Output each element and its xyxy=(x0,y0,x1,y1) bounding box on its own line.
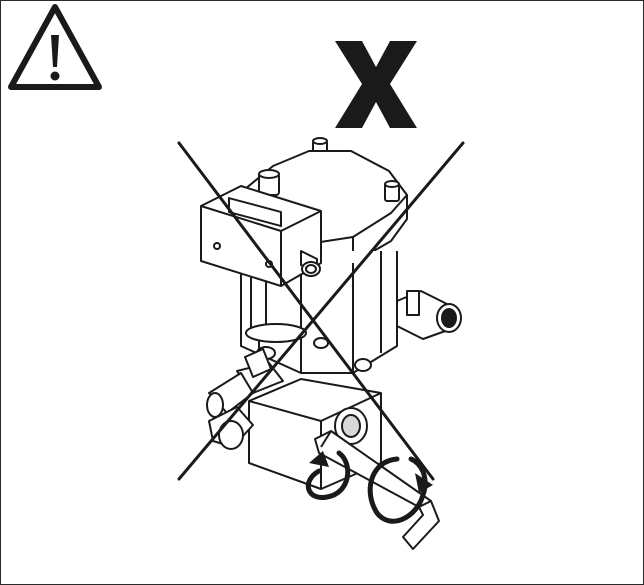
rotation-arrow-right xyxy=(367,456,428,524)
side-fitting xyxy=(396,290,462,340)
warning-triangle-icon xyxy=(8,4,102,90)
rotation-arrows-icon xyxy=(305,450,433,524)
prohibited-x-icon xyxy=(335,41,417,128)
rotation-arrow-left xyxy=(305,450,351,500)
cross-out-lines xyxy=(177,141,465,481)
cover-bolt-icon xyxy=(258,169,400,202)
